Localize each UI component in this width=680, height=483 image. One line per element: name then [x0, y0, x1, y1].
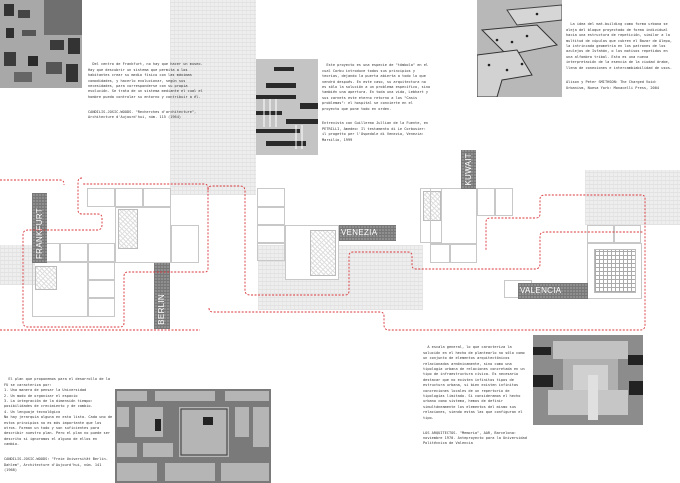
valencia-model-photo	[533, 335, 643, 425]
quote-berlin: El plan que proponemos para el desarroll…	[4, 372, 114, 479]
quote-berlin-text: El plan que proponemos para el desarroll…	[4, 377, 113, 447]
grid-cell	[257, 225, 285, 243]
venezia-model-image	[256, 59, 318, 155]
grid-cell	[88, 262, 115, 280]
venezia-site-plan	[310, 230, 336, 276]
grid-cell	[115, 188, 143, 207]
quote-frankfurt-text: Del centro de Frankfurt, no hay que hace…	[88, 62, 205, 99]
quote-frankfurt: Del centro de Frankfurt, no hay que hace…	[88, 57, 203, 126]
quote-kuwait-text: La idea del mat-building como forma urba…	[566, 22, 675, 70]
frankfurt-label-bar: FRANKFURT	[32, 193, 47, 263]
grid-cell	[88, 280, 115, 298]
grid-cell	[87, 188, 115, 207]
grid-cell	[257, 243, 285, 261]
grid-cell	[587, 225, 614, 243]
grid-cell	[88, 243, 115, 262]
quote-kuwait: La idea del mat-building como forma urba…	[566, 17, 676, 97]
quote-frankfurt-citation: CANDILIS-JOSIC-WOODS. "Recherches d'arch…	[88, 109, 199, 120]
venezia-model-photo	[256, 59, 318, 155]
frankfurt-site-plan	[35, 266, 57, 290]
grid-cell	[32, 262, 88, 317]
grid-cell	[60, 243, 88, 262]
quote-valencia: A escala general, lo que caracteriza la …	[423, 340, 531, 452]
grid-texture-top	[170, 0, 256, 195]
grid-cell	[88, 298, 115, 317]
grid-cell	[477, 188, 495, 216]
frankfurt-model-photo	[0, 0, 82, 88]
kuwait-model-photo	[477, 0, 562, 97]
grid-cell	[430, 188, 477, 244]
grid-cell	[143, 188, 171, 207]
quote-berlin-citation: CANDILIS-JOSIC-WOODS: "Freie Universität…	[4, 457, 108, 472]
grid-cell	[614, 225, 641, 243]
frankfurt-model-image	[0, 0, 82, 88]
grid-cell	[257, 188, 285, 207]
valencia-label: VALENCIA	[520, 286, 562, 295]
quote-valencia-citation: LOS ARQUITECTOS. "Memoria", AAR, Barcelo…	[423, 430, 530, 446]
valencia-site-plan	[594, 249, 636, 293]
grid-cell	[495, 188, 513, 216]
grid-texture-right	[585, 170, 680, 225]
valencia-model-image	[533, 335, 643, 425]
quote-valencia-text: A escala general, lo que caracteriza la …	[423, 345, 527, 420]
valencia-label-bar: VALENCIA	[518, 283, 588, 299]
quote-venezia-text: Este proyecto es una especie de "tómbola…	[322, 63, 433, 111]
grid-cell	[115, 207, 171, 263]
grid-cell	[171, 225, 199, 263]
kuwait-label-bar: KUWAIT	[461, 150, 476, 189]
grid-cell	[257, 207, 285, 225]
grid-texture-left	[0, 245, 35, 285]
quote-kuwait-citation: Alison y Peter SMITHSON: The Charged Voi…	[566, 80, 660, 90]
berlin-site-plan	[118, 209, 138, 249]
berlin-model-photo	[115, 389, 271, 483]
grid-cell	[430, 244, 450, 263]
quote-venezia-citation: Entrevista con Guillermo Jullian de la F…	[322, 121, 431, 142]
berlin-model-image	[115, 389, 271, 483]
kuwait-model-image	[477, 0, 562, 97]
berlin-label-bar: BERLIN	[154, 263, 170, 329]
venezia-label-bar: VENEZIA	[339, 225, 396, 241]
kuwait-site-plan	[423, 191, 441, 221]
grid-cell	[587, 243, 642, 299]
venezia-label: VENEZIA	[341, 228, 378, 237]
quote-venezia: Este proyecto es una especie de "tómbola…	[322, 58, 432, 149]
grid-cell	[450, 244, 477, 263]
